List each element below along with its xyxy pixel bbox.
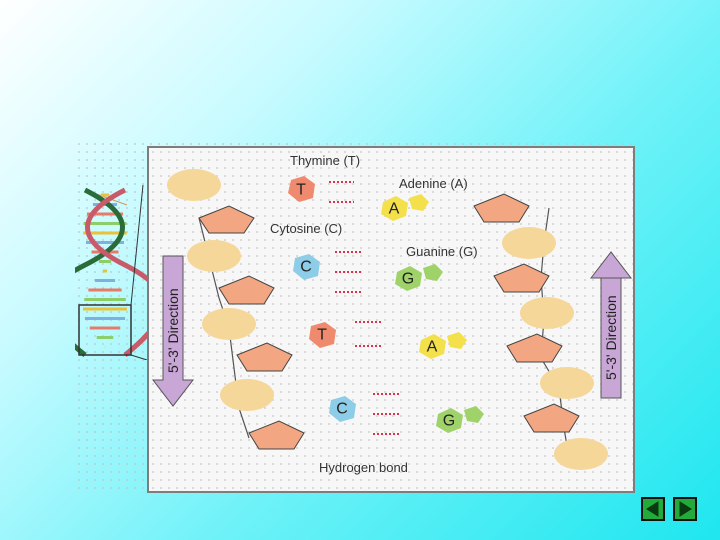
adenine-5ring-icon bbox=[409, 194, 429, 211]
base-letter-g2: G bbox=[443, 413, 455, 430]
guanine-5ring-icon bbox=[423, 264, 443, 281]
thymine-ring-icon bbox=[309, 322, 336, 348]
hydrogen-bonds bbox=[329, 181, 399, 435]
base-letter-t1: T bbox=[296, 182, 306, 199]
hydrogen-bond-label: Hydrogen bond bbox=[319, 460, 408, 475]
right-direction-arrow bbox=[589, 251, 633, 399]
base-letter-t2: T bbox=[317, 327, 327, 344]
sugar-icon bbox=[523, 403, 580, 433]
sugar-icon bbox=[473, 193, 530, 223]
phosphate-icon bbox=[202, 308, 256, 340]
sugar-icon bbox=[198, 205, 255, 234]
phosphate-icon bbox=[220, 379, 274, 411]
guanine-ring-icon bbox=[395, 266, 422, 291]
adenine-ring-icon bbox=[419, 334, 446, 359]
guanine-5ring-icon bbox=[464, 406, 484, 423]
right-phosphates bbox=[502, 227, 608, 470]
phosphate-icon bbox=[187, 240, 241, 272]
base-letter-c1: C bbox=[300, 259, 312, 276]
triangle-left-icon bbox=[646, 501, 659, 517]
phosphate-icon bbox=[554, 438, 608, 470]
adenine-5ring-icon bbox=[447, 332, 467, 349]
left-phosphates bbox=[167, 169, 274, 411]
thymine-ring-icon bbox=[288, 176, 315, 202]
cytosine-ring-icon bbox=[293, 254, 320, 280]
guanine-label: Guanine (G) bbox=[406, 244, 478, 259]
left-direction-arrow bbox=[151, 255, 195, 407]
next-slide-button[interactable] bbox=[673, 497, 697, 521]
dna-helix-illustration bbox=[75, 185, 150, 360]
guanine-ring-icon bbox=[436, 408, 463, 433]
sugar-icon bbox=[218, 275, 275, 305]
base-letter-g1: G bbox=[402, 271, 414, 288]
phosphate-icon bbox=[520, 297, 574, 329]
phosphate-icon bbox=[540, 367, 594, 399]
adenine-label: Adenine (A) bbox=[399, 176, 468, 191]
sugar-icon bbox=[506, 333, 563, 363]
cytosine-ring-icon bbox=[329, 396, 356, 422]
right-direction-label: 5'-3' Direction bbox=[603, 295, 619, 380]
sugar-icon bbox=[493, 263, 550, 293]
triangle-right-icon bbox=[679, 501, 692, 517]
base-letter-a1: A bbox=[389, 201, 400, 218]
base-letter-a2: A bbox=[427, 339, 438, 356]
dna-base-pairing-diagram: T A C G T A C G bbox=[147, 146, 635, 493]
diagram-canvas: T A C G T A C G bbox=[151, 169, 633, 470]
cytosine-label: Cytosine (C) bbox=[270, 221, 343, 236]
left-direction-label: 5'-3' Direction bbox=[165, 288, 181, 373]
phosphate-icon bbox=[167, 169, 221, 201]
phosphate-icon bbox=[502, 227, 556, 259]
sugar-icon bbox=[248, 420, 305, 450]
sugar-icon bbox=[236, 342, 293, 372]
thymine-label: Thymine (T) bbox=[290, 153, 361, 168]
prev-slide-button[interactable] bbox=[641, 497, 665, 521]
adenine-ring-icon bbox=[381, 196, 408, 221]
base-letter-c2: C bbox=[336, 401, 348, 418]
